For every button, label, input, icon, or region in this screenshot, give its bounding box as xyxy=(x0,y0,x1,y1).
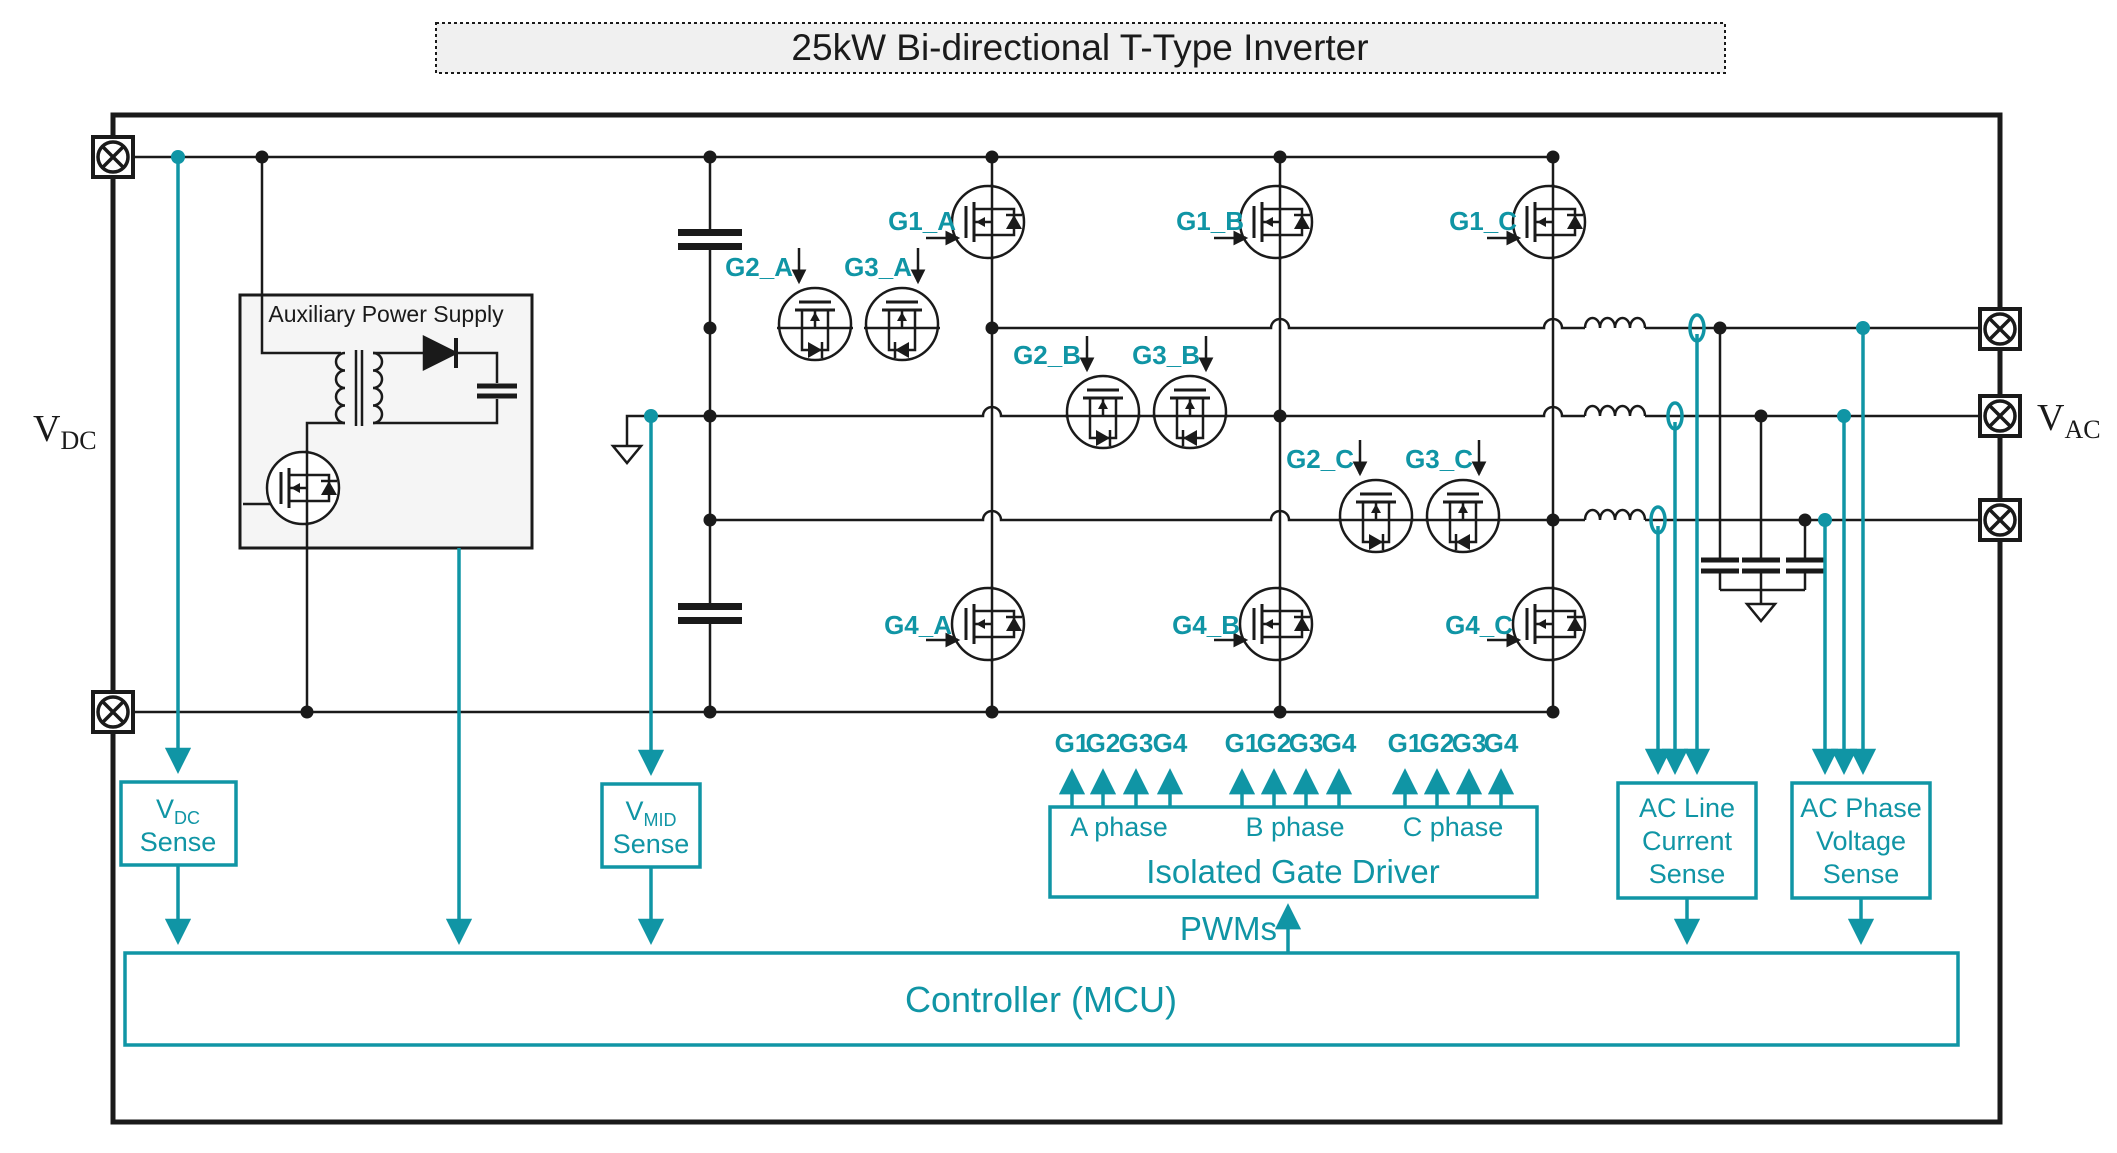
page-title: 25kW Bi-directional T-Type Inverter xyxy=(791,27,1368,68)
vdc-port-label: VDC xyxy=(33,408,97,455)
gate-label-g4c: G4_C xyxy=(1445,610,1513,640)
mosfet-g3b xyxy=(1150,374,1230,450)
enclosure-border xyxy=(110,112,2003,1125)
inductor-phase-b xyxy=(1583,404,1647,417)
gate-label-g1a: G1_A xyxy=(888,206,956,236)
midpoint-ground-icon xyxy=(611,444,643,465)
filter-ground-icon xyxy=(1745,602,1777,623)
sense-tap-dots xyxy=(171,150,1870,527)
svg-text:B phase: B phase xyxy=(1245,812,1344,842)
aux-mosfet xyxy=(265,448,341,528)
svg-text:AC Phase: AC Phase xyxy=(1800,793,1922,823)
svg-text:AC Line: AC Line xyxy=(1639,793,1735,823)
gate-label-g2a: G2_A xyxy=(725,252,793,282)
svg-text:G1: G1 xyxy=(1225,728,1260,758)
ac-phase-voltage-sense-block: AC Phase Voltage Sense xyxy=(1790,781,1932,900)
gate-label-g2b: G2_B xyxy=(1013,340,1081,370)
mosfet-g4c xyxy=(1511,584,1587,664)
svg-text:Sense: Sense xyxy=(140,827,217,857)
svg-text:G3: G3 xyxy=(1452,728,1487,758)
mosfet-g4a xyxy=(950,584,1026,664)
controller-block: Controller (MCU) xyxy=(123,951,1960,1047)
gate-lead-arrows xyxy=(791,230,1522,648)
svg-text:Sense: Sense xyxy=(613,829,690,859)
gate-label-g3b: G3_B xyxy=(1132,340,1200,370)
svg-text:Controller (MCU): Controller (MCU) xyxy=(905,979,1177,1020)
svg-text:G3: G3 xyxy=(1289,728,1324,758)
svg-text:VDC: VDC xyxy=(156,794,200,828)
svg-text:A phase: A phase xyxy=(1070,812,1168,842)
mosfet-g4b xyxy=(1238,584,1314,664)
isolated-gate-driver-block: A phase B phase C phase Isolated Gate Dr… xyxy=(1048,805,1539,899)
junction-dots xyxy=(255,150,1812,719)
mosfet-g3a xyxy=(862,286,942,362)
svg-text:G1: G1 xyxy=(1055,728,1090,758)
gate-labels: G1_A G1_B G1_C G4_A G4_B G4_C G2_A G3_A … xyxy=(725,206,1517,640)
svg-text:G4: G4 xyxy=(1322,728,1357,758)
svg-text:Voltage: Voltage xyxy=(1816,826,1906,856)
mosfet-g1c xyxy=(1511,182,1587,262)
current-sensor-a-icon xyxy=(1688,313,1706,343)
mosfet-g2b xyxy=(1063,374,1143,450)
ac-terminal-b-icon xyxy=(1978,394,2022,438)
inductor-phase-c xyxy=(1583,508,1647,521)
gate-label-g4a: G4_A xyxy=(884,610,952,640)
svg-text:Isolated Gate Driver: Isolated Gate Driver xyxy=(1146,853,1439,890)
svg-text:Sense: Sense xyxy=(1823,859,1900,889)
mosfet-g1a xyxy=(950,182,1026,262)
svg-text:G3: G3 xyxy=(1119,728,1154,758)
gate-driver-pin-arrows xyxy=(1058,768,1515,807)
aux-power-supply-label: Auxiliary Power Supply xyxy=(268,301,504,327)
vmid-sense-block: VMID Sense xyxy=(600,782,702,869)
title-box: 25kW Bi-directional T-Type Inverter xyxy=(435,22,1726,74)
gate-label-g2c: G2_C xyxy=(1286,444,1354,474)
svg-text:Sense: Sense xyxy=(1649,859,1726,889)
pwms-label: PWMs xyxy=(1180,910,1277,947)
dc-positive-terminal-icon xyxy=(91,135,135,179)
dc-negative-terminal-icon xyxy=(91,690,135,734)
svg-text:C phase: C phase xyxy=(1403,812,1504,842)
gate-label-g1b: G1_B xyxy=(1176,206,1244,236)
vdc-sense-block: VDC Sense xyxy=(119,780,238,867)
gate-label-g3c: G3_C xyxy=(1405,444,1473,474)
ac-terminal-c-icon xyxy=(1978,498,2022,542)
svg-text:G2: G2 xyxy=(1086,728,1121,758)
mosfet-g2c xyxy=(1336,478,1416,554)
svg-text:G4: G4 xyxy=(1484,728,1519,758)
mosfet-g2a xyxy=(775,286,855,362)
ac-line-current-sense-block: AC Line Current Sense xyxy=(1616,781,1758,900)
sense-wiring xyxy=(164,160,1877,953)
gate-driver-pin-labels: G1 G2 G3 G4 G1 G2 G3 G4 G1 G2 G3 G4 xyxy=(1055,728,1519,758)
gate-label-g4b: G4_B xyxy=(1172,610,1240,640)
gate-label-g3a: G3_A xyxy=(844,252,912,282)
svg-text:G2: G2 xyxy=(1257,728,1292,758)
inductor-phase-a xyxy=(1583,316,1647,329)
mosfet-g1b xyxy=(1238,182,1314,262)
aux-power-supply-block: Auxiliary Power Supply xyxy=(238,157,534,712)
gate-label-g1c: G1_C xyxy=(1449,206,1517,236)
svg-text:VMID: VMID xyxy=(625,796,676,830)
ac-terminal-a-icon xyxy=(1978,307,2022,351)
svg-text:G4: G4 xyxy=(1153,728,1188,758)
svg-text:Current: Current xyxy=(1642,826,1733,856)
mosfet-g3c xyxy=(1423,478,1503,554)
svg-text:G2: G2 xyxy=(1420,728,1455,758)
vac-port-label: VAC xyxy=(2037,397,2101,444)
current-sensor-b-icon xyxy=(1666,401,1684,431)
svg-text:G1: G1 xyxy=(1388,728,1423,758)
current-sensor-c-icon xyxy=(1649,505,1667,535)
